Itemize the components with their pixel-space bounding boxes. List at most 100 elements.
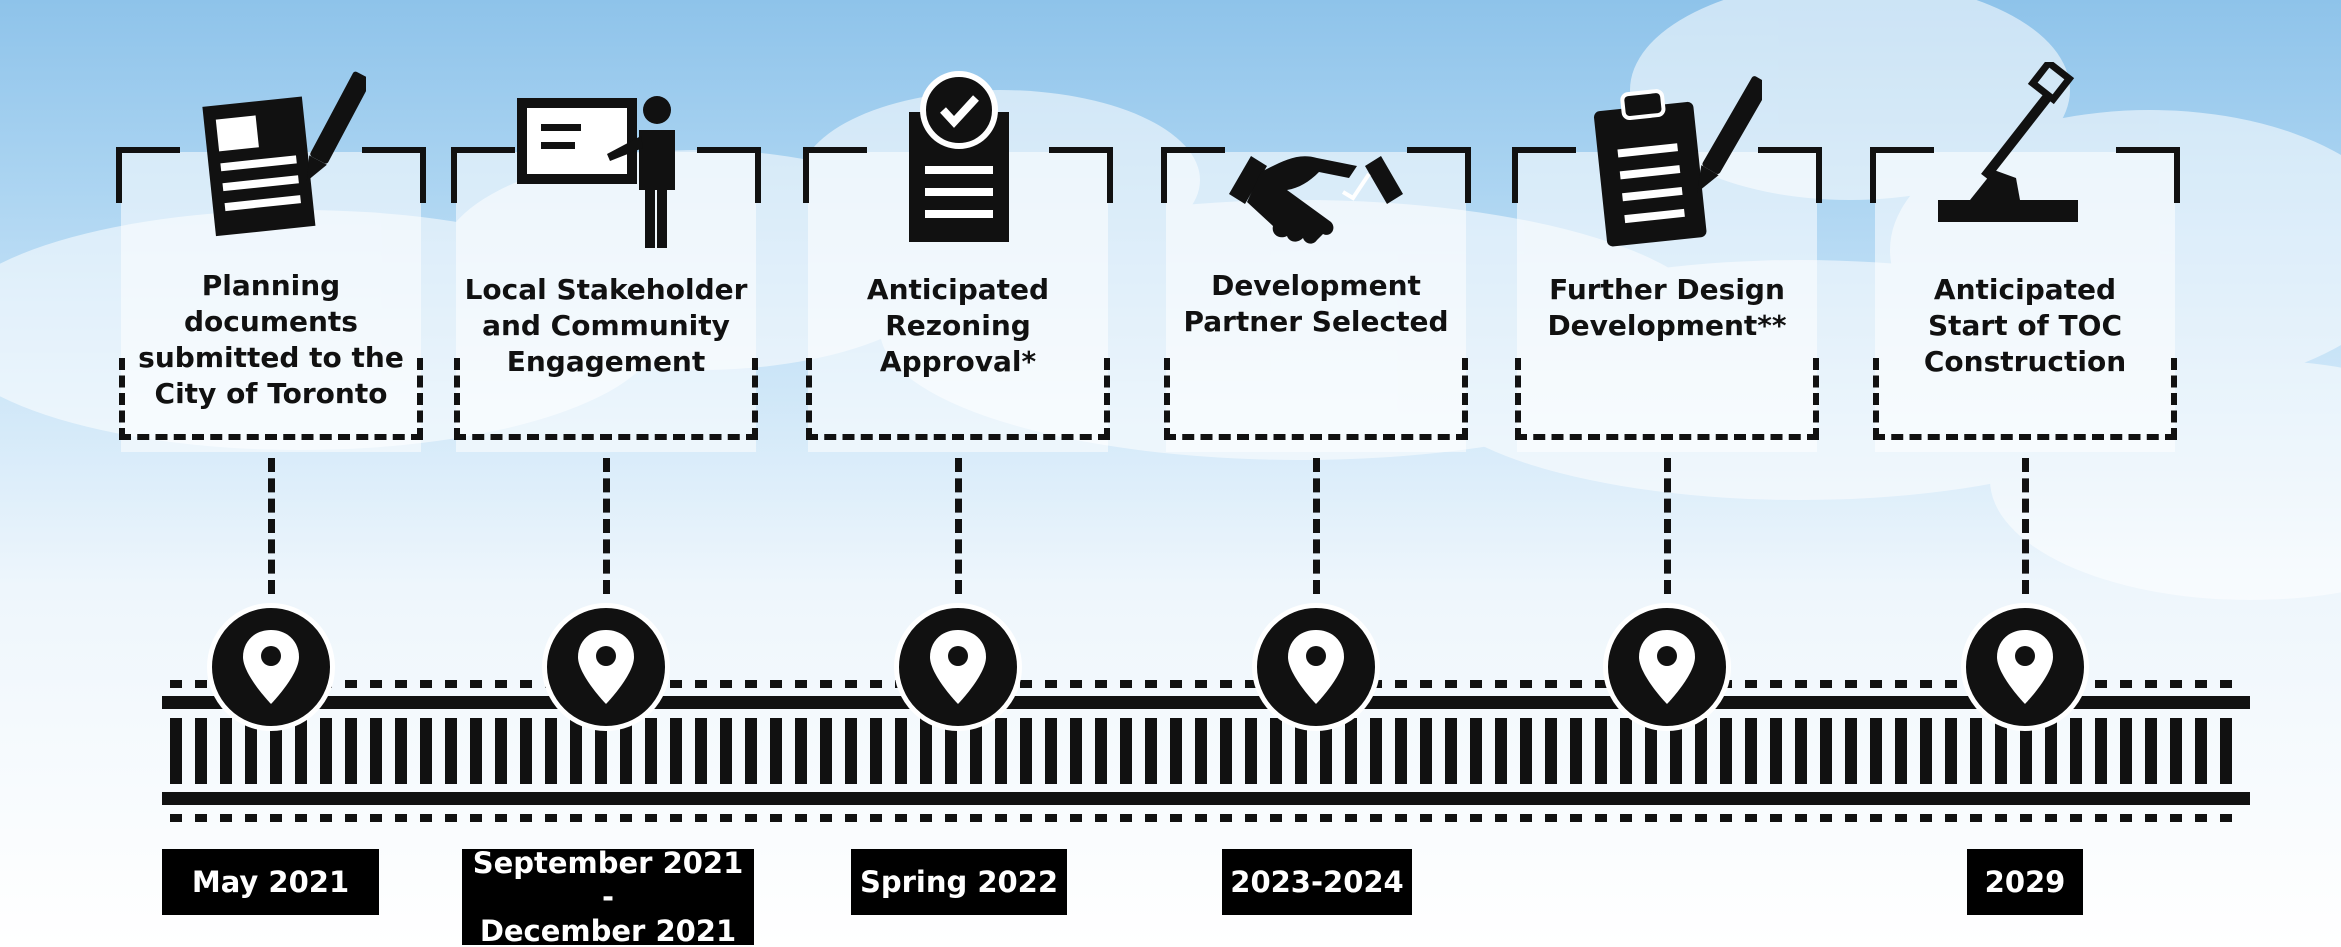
rail-tie: [570, 718, 582, 784]
bracket-segment: [803, 147, 867, 153]
rail-dash: [1195, 814, 1207, 822]
rail-tie: [1470, 718, 1482, 784]
rail-dash: [2145, 680, 2157, 688]
rail-tie: [720, 718, 732, 784]
shovel-icon: [1930, 57, 2120, 252]
rail-dash: [420, 680, 432, 688]
rail-dash: [445, 680, 457, 688]
rail-tie: [770, 718, 782, 784]
rail-dash: [670, 680, 682, 688]
rail-dash: [1545, 814, 1557, 822]
rail-dash: [2220, 680, 2232, 688]
rail-tie: [1270, 718, 1282, 784]
rail-dash: [2095, 680, 2107, 688]
rail-dash: [1720, 814, 1732, 822]
rail-tie: [2070, 718, 2082, 784]
rail-dash: [1295, 814, 1307, 822]
rail-tie: [1945, 718, 1957, 784]
rail-dash: [1620, 814, 1632, 822]
rail-tie: [2120, 718, 2132, 784]
rail-dash: [1870, 814, 1882, 822]
rail-tie: [1620, 718, 1632, 784]
connector-line: [603, 458, 610, 594]
milestone-label: Anticipated Rezoning Approval*: [866, 273, 1050, 378]
rail-dash: [1895, 814, 1907, 822]
rail-dash: [1195, 680, 1207, 688]
rail-tie: [1145, 718, 1157, 784]
rail-tie: [2145, 718, 2157, 784]
rail-dash: [1345, 814, 1357, 822]
milestone-label: Local Stakeholder and Community Engageme…: [464, 273, 748, 378]
rail-tie: [995, 718, 1007, 784]
rail-dash: [2120, 814, 2132, 822]
rail-tie: [745, 718, 757, 784]
rail-tie: [1445, 718, 1457, 784]
rail-dash: [270, 814, 282, 822]
rail-tie: [1520, 718, 1532, 784]
rail-dash: [1845, 680, 1857, 688]
rail-tie: [820, 718, 832, 784]
rail-tie: [2020, 718, 2032, 784]
rail-dash: [370, 814, 382, 822]
rail-tie: [545, 718, 557, 784]
rail-tie: [1420, 718, 1432, 784]
bracket-segment: [1512, 147, 1576, 153]
rail-tie: [695, 718, 707, 784]
rail-dash: [1470, 814, 1482, 822]
rail-tie: [1545, 718, 1557, 784]
rail-dash: [695, 814, 707, 822]
rail-tie: [1370, 718, 1382, 784]
date-label: September 2021 - December 2021: [462, 846, 754, 947]
clipboard-pen-icon: [1572, 62, 1770, 252]
rail-tie: [1245, 718, 1257, 784]
rail-dash: [1095, 680, 1107, 688]
milestone-label: Anticipated Start of TOC Construction: [1923, 273, 2127, 378]
connector-line: [1664, 458, 1671, 594]
presenter-board-icon: [511, 62, 701, 252]
rail-dash: [1020, 680, 1032, 688]
location-pin-icon: [894, 603, 1022, 731]
milestone-card: [1166, 152, 1466, 452]
rail-dash: [1845, 814, 1857, 822]
rail-dash: [1820, 814, 1832, 822]
bracket-top: [116, 147, 426, 203]
bracket-top: [1161, 147, 1471, 203]
rail-tie: [970, 718, 982, 784]
rail-dash: [520, 680, 532, 688]
rail-dash: [670, 814, 682, 822]
rail-tie: [420, 718, 432, 784]
rail-dash: [745, 680, 757, 688]
rail-dash: [1920, 814, 1932, 822]
rail-dash: [2145, 814, 2157, 822]
connector-line: [955, 458, 962, 594]
rail-tie: [795, 718, 807, 784]
milestone-label: Further Design Development**: [1547, 273, 1787, 342]
rail-tie: [2095, 718, 2107, 784]
rail-tie: [445, 718, 457, 784]
rail-dash: [1095, 814, 1107, 822]
rail-tie: [1120, 718, 1132, 784]
rail-tie: [1345, 718, 1357, 784]
rail-dash: [570, 814, 582, 822]
rail-dash: [1670, 814, 1682, 822]
rail-dash: [1420, 680, 1432, 688]
location-pin-icon: [207, 603, 335, 731]
handshake-icon: [1221, 90, 1411, 280]
rail-dash: [845, 680, 857, 688]
rail-tie: [1570, 718, 1582, 784]
bracket-segment: [1407, 147, 1471, 153]
rail-dash: [370, 680, 382, 688]
rail-dash: [170, 680, 182, 688]
rail-dash: [1120, 814, 1132, 822]
rail-dash: [1920, 680, 1932, 688]
bracket-bottom: [1515, 358, 1819, 440]
rail-dash: [2070, 814, 2082, 822]
rail-tie: [1045, 718, 1057, 784]
location-pin-icon: [1603, 603, 1731, 731]
rail-tie: [320, 718, 332, 784]
date-label: 2023-2024: [1222, 849, 1412, 915]
location-pin-icon: [542, 603, 670, 731]
rail-tie: [1770, 718, 1782, 784]
bracket-top: [451, 147, 761, 203]
rail-tie: [345, 718, 357, 784]
